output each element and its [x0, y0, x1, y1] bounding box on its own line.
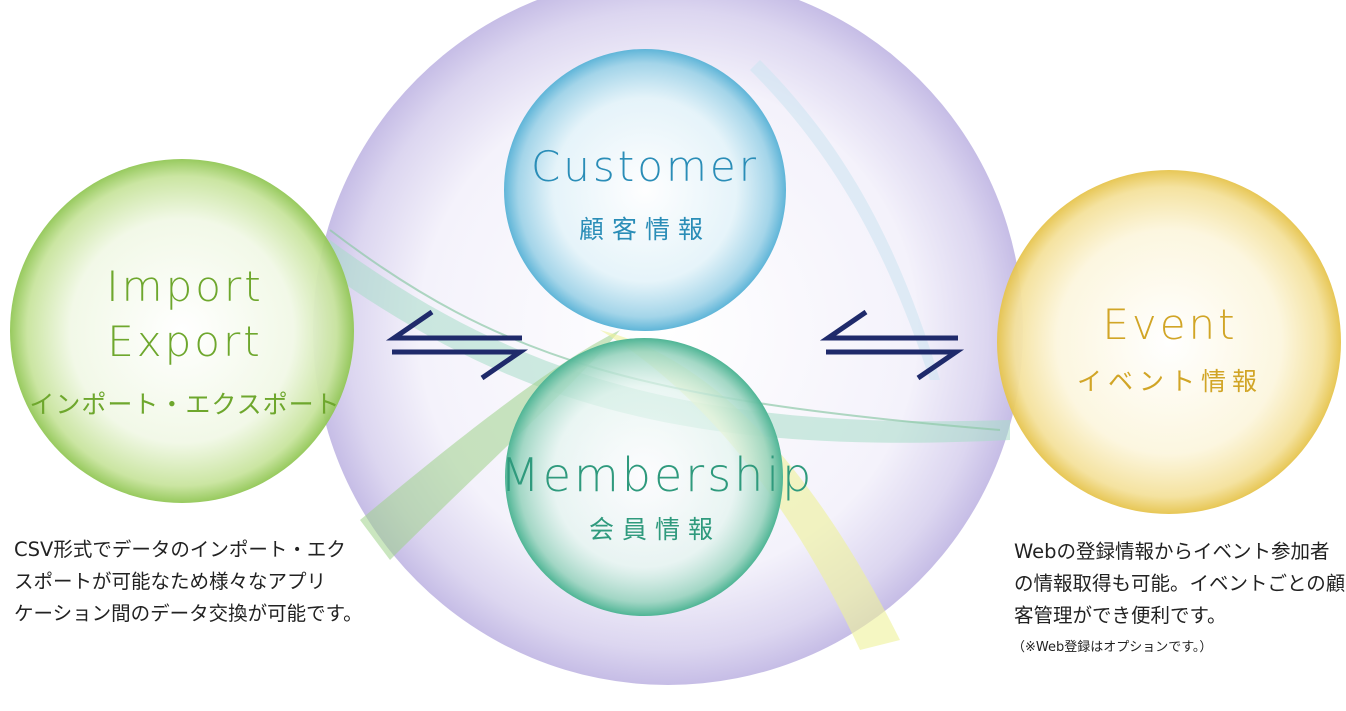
- import-export-description-line: スポートが可能なため様々なアプリ: [14, 570, 327, 593]
- event-description-line: Webの登録情報からイベント参加者: [1014, 540, 1330, 563]
- import-export-title-jp: インポート・エクスポート: [29, 390, 341, 419]
- import-export-description: CSV形式でデータのインポート・エク スポートが可能なため様々なアプリ ケーショ…: [14, 534, 363, 630]
- swoosh-band-3: [600, 330, 900, 650]
- swoosh-band-4: [750, 60, 940, 380]
- event-title-en: Event: [1102, 300, 1238, 349]
- event-title-jp: イベント情報: [1076, 367, 1263, 396]
- import-export-circle: [10, 159, 354, 503]
- customer-title-en: Customer: [530, 142, 759, 191]
- event-description-line: の情報取得も可能。イベントごとの顧: [1014, 572, 1346, 595]
- event-description-line: 客管理ができ便利です。: [1014, 604, 1227, 627]
- customer-title-jp: 顧客情報: [578, 215, 711, 244]
- import-title-en: Import: [106, 262, 264, 311]
- event-description: Webの登録情報からイベント参加者 の情報取得も可能。イベントごとの顧 客管理が…: [1014, 536, 1346, 632]
- import-export-description-line: CSV形式でデータのインポート・エク: [14, 538, 346, 561]
- double-arrow-icon-left: [385, 309, 529, 381]
- import-export-description-line: ケーション間のデータ交換が可能です。: [14, 602, 363, 625]
- export-title-en: Export: [107, 317, 263, 366]
- event-option-note: （※Web登録はオプションです。）: [1012, 640, 1213, 655]
- membership-title-jp: 会員情報: [588, 515, 721, 544]
- event-circle: [997, 170, 1341, 514]
- double-arrow-icon-right: [819, 309, 965, 381]
- membership-circle: [505, 338, 783, 616]
- customer-circle: [504, 49, 786, 331]
- membership-title-en: Membership: [500, 448, 815, 502]
